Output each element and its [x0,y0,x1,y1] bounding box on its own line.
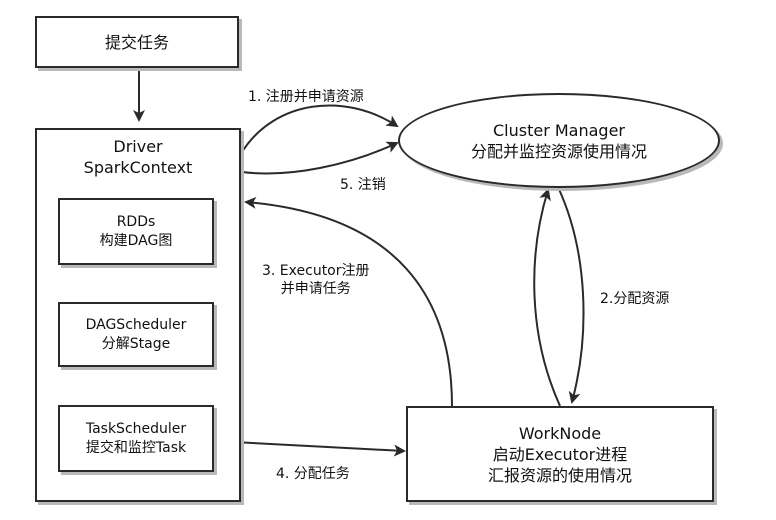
rdds-label: RDDs [116,213,156,230]
task-scheduler-label: TaskScheduler [85,420,187,437]
spark-context-label: SparkContext [83,158,193,177]
arrow-taskscheduler-to-worknode [213,440,406,457]
arrow-register-to-cluster-manager [241,104,399,153]
build-dag-label: 构建DAG图 [99,232,173,249]
driver-title: Driver SparkContext [37,136,239,178]
executor-register-line2: 并申请任务 [280,281,351,297]
deregister-edge-label: 5. 注销 [340,177,386,193]
arrow-worknode-to-cluster-manager [533,188,561,407]
worknode-box: WorkNode 启动Executor进程 汇报资源的使用情况 [406,406,714,502]
dag-scheduler-label: DAGScheduler [85,316,187,333]
submit-monitor-task-label: 提交和监控Task [85,439,187,456]
arrow-deregister-to-cluster-manager [241,141,399,175]
driver-label: Driver [113,137,163,156]
cluster-manager-ellipse: Cluster Manager 分配并监控资源使用情况 [398,93,720,188]
cluster-manager-label: Cluster Manager [492,120,625,140]
resource-monitor-label: 分配并监控资源使用情况 [470,141,647,161]
register-edge-label: 1. 注册并申请资源 [248,89,364,105]
worknode-label: WorkNode [518,423,602,443]
allocate-edge-label: 2.分配资源 [600,291,670,307]
executor-register-line1: 3. Executor注册 [262,263,370,279]
rdds-box: RDDs 构建DAG图 [58,198,214,265]
arrow-executor-register-to-driver [244,196,453,407]
task-scheduler-box: TaskScheduler 提交和监控Task [58,405,214,472]
report-resource-label: 汇报资源的使用情况 [487,465,632,485]
executor-register-edge-label: 3. Executor注册 并申请任务 [262,262,370,298]
arrow-cluster-manager-to-worknode [557,186,585,404]
split-stage-label: 分解Stage [101,335,171,352]
assign-tasks-edge-label: 4. 分配任务 [276,466,350,482]
submit-task-label: 提交任务 [104,32,169,52]
dag-scheduler-box: DAGScheduler 分解Stage [58,302,214,367]
submit-task-box: 提交任务 [35,16,239,68]
start-executor-label: 启动Executor进程 [492,444,628,464]
